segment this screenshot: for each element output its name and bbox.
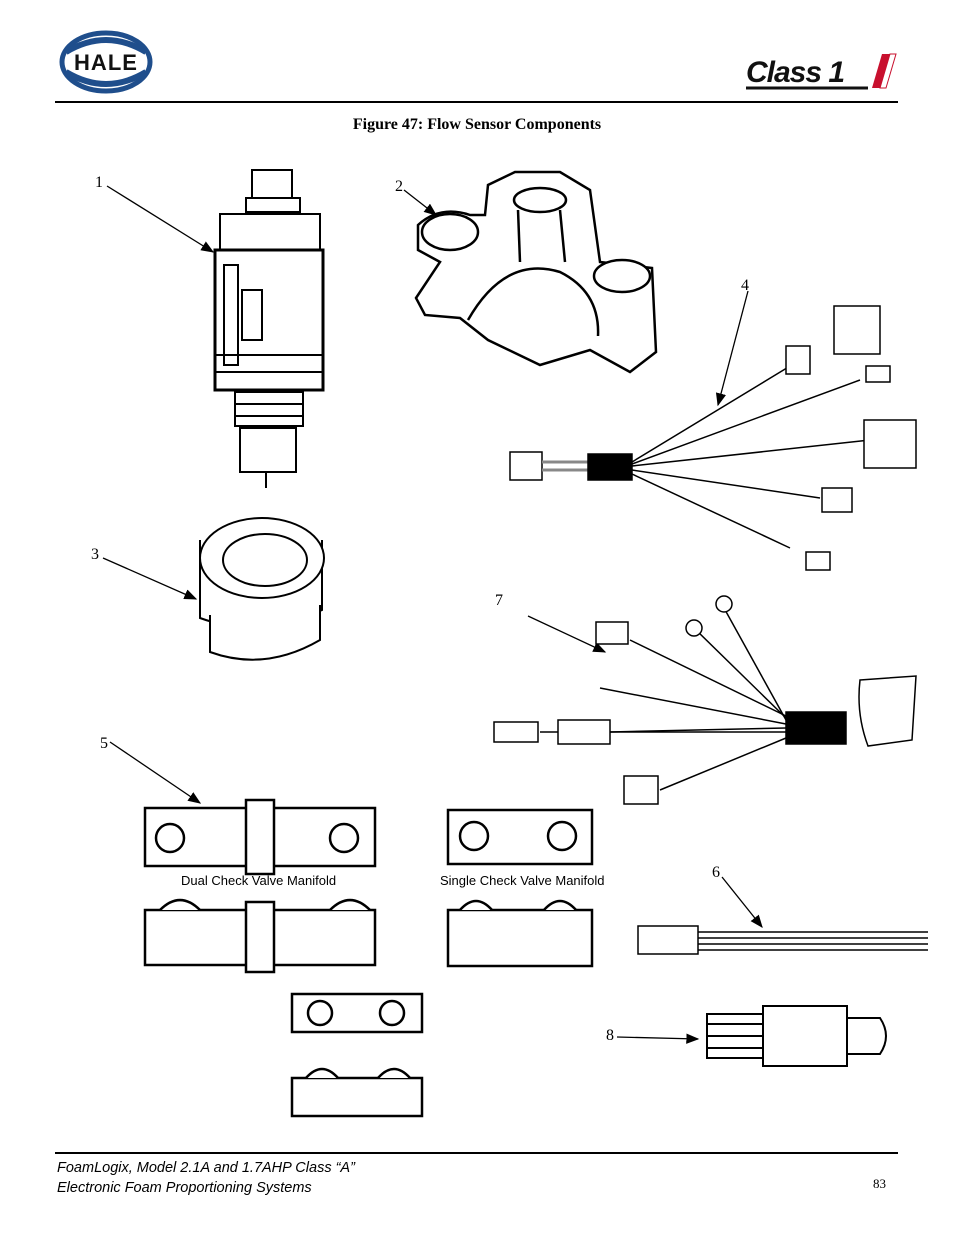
- adapter-ring-part: [199, 517, 325, 661]
- connector-part: [706, 1005, 887, 1067]
- header-rule: [55, 101, 898, 103]
- callout-arrows: [102, 185, 763, 1044]
- class1-logo-text: Class 1: [746, 56, 844, 89]
- dual-check-valve-caption: Dual Check Valve Manifold: [181, 873, 337, 888]
- hale-logo: HALE: [56, 30, 156, 94]
- class1-logo: Class 1: [744, 50, 900, 92]
- footer-text: FoamLogix, Model 2.1A and 1.7AHP Class “…: [57, 1158, 355, 1198]
- page-number: 83: [873, 1176, 886, 1191]
- wire-harness-7-part: [493, 595, 917, 805]
- cable-part: [637, 925, 928, 955]
- figure-title: Figure 47: Flow Sensor Components: [352, 116, 602, 133]
- saddle-clamp-part: [414, 170, 658, 374]
- dual-check-valve-manifold-part: [143, 798, 377, 974]
- callout-7: 7: [495, 592, 503, 609]
- footer-line-2: Electronic Foam Proportioning Systems: [57, 1180, 312, 1196]
- footer-line-1: FoamLogix, Model 2.1A and 1.7AHP Class “…: [57, 1160, 355, 1176]
- callout-8: 8: [606, 1027, 614, 1044]
- callout-3: 3: [91, 546, 99, 563]
- footer-rule: [55, 1152, 898, 1154]
- callout-4: 4: [741, 277, 749, 294]
- flow-sensor-part: [213, 169, 325, 488]
- single-check-valve-manifold-part: [446, 808, 594, 968]
- callout-2: 2: [395, 178, 403, 195]
- callout-6: 6: [712, 864, 720, 881]
- hale-logo-text: HALE: [74, 50, 138, 75]
- callout-5: 5: [100, 735, 108, 752]
- callout-1: 1: [95, 174, 103, 191]
- wire-harness-part: [509, 305, 917, 571]
- small-manifold-part: [290, 992, 424, 1118]
- single-check-valve-caption: Single Check Valve Manifold: [440, 873, 605, 888]
